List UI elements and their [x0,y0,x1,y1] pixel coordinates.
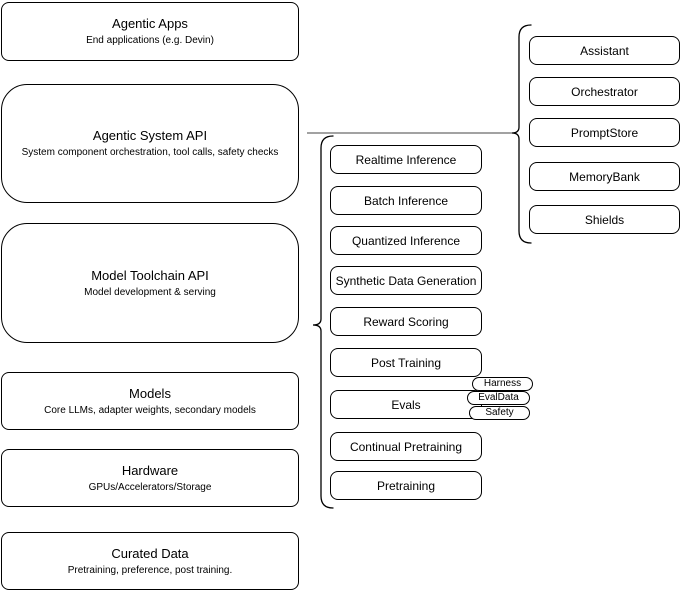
node-batch-inference: Batch Inference [330,186,482,215]
node-orchestrator: Orchestrator [529,77,680,106]
node-subtitle: Core LLMs, adapter weights, secondary mo… [44,404,256,416]
tag-safety: Safety [469,406,530,420]
node-subtitle: GPUs/Accelerators/Storage [88,481,212,493]
node-assistant: Assistant [529,36,680,65]
node-memorybank: MemoryBank [529,162,680,191]
node-curated-data: Curated Data Pretraining, preference, po… [1,532,299,590]
node-continual-pretraining: Continual Pretraining [330,432,482,461]
node-title: Agentic System API [92,128,208,143]
node-subtitle: Pretraining, preference, post training. [67,564,233,576]
node-models: Models Core LLMs, adapter weights, secon… [1,372,299,430]
node-subtitle: System component orchestration, tool cal… [21,147,279,158]
node-pretraining: Pretraining [330,471,482,500]
node-subtitle: End applications (e.g. Devin) [86,35,214,46]
node-title: Model Toolchain API [91,267,209,283]
node-synthetic-data-generation: Synthetic Data Generation [330,266,482,295]
tag-harness: Harness [472,377,533,391]
node-evals: Evals [330,390,482,419]
node-shields: Shields [529,205,680,234]
node-post-training: Post Training [330,348,482,377]
node-subtitle: Model development & serving [84,286,216,298]
node-reward-scoring: Reward Scoring [330,307,482,336]
node-quantized-inference: Quantized Inference [330,226,482,255]
node-promptstore: PromptStore [529,118,680,147]
node-agentic-apps: Agentic Apps End applications (e.g. Devi… [1,2,299,61]
node-title: Agentic Apps [112,16,188,31]
node-hardware: Hardware GPUs/Accelerators/Storage [1,449,299,507]
node-title: Hardware [121,462,179,478]
tag-evaldata: EvalData [467,391,530,405]
node-title: Curated Data [111,545,189,561]
node-title: Models [129,385,171,401]
node-model-toolchain-api: Model Toolchain API Model development & … [1,223,299,343]
node-realtime-inference: Realtime Inference [330,145,482,174]
node-agentic-system-api: Agentic System API System component orch… [1,84,299,203]
